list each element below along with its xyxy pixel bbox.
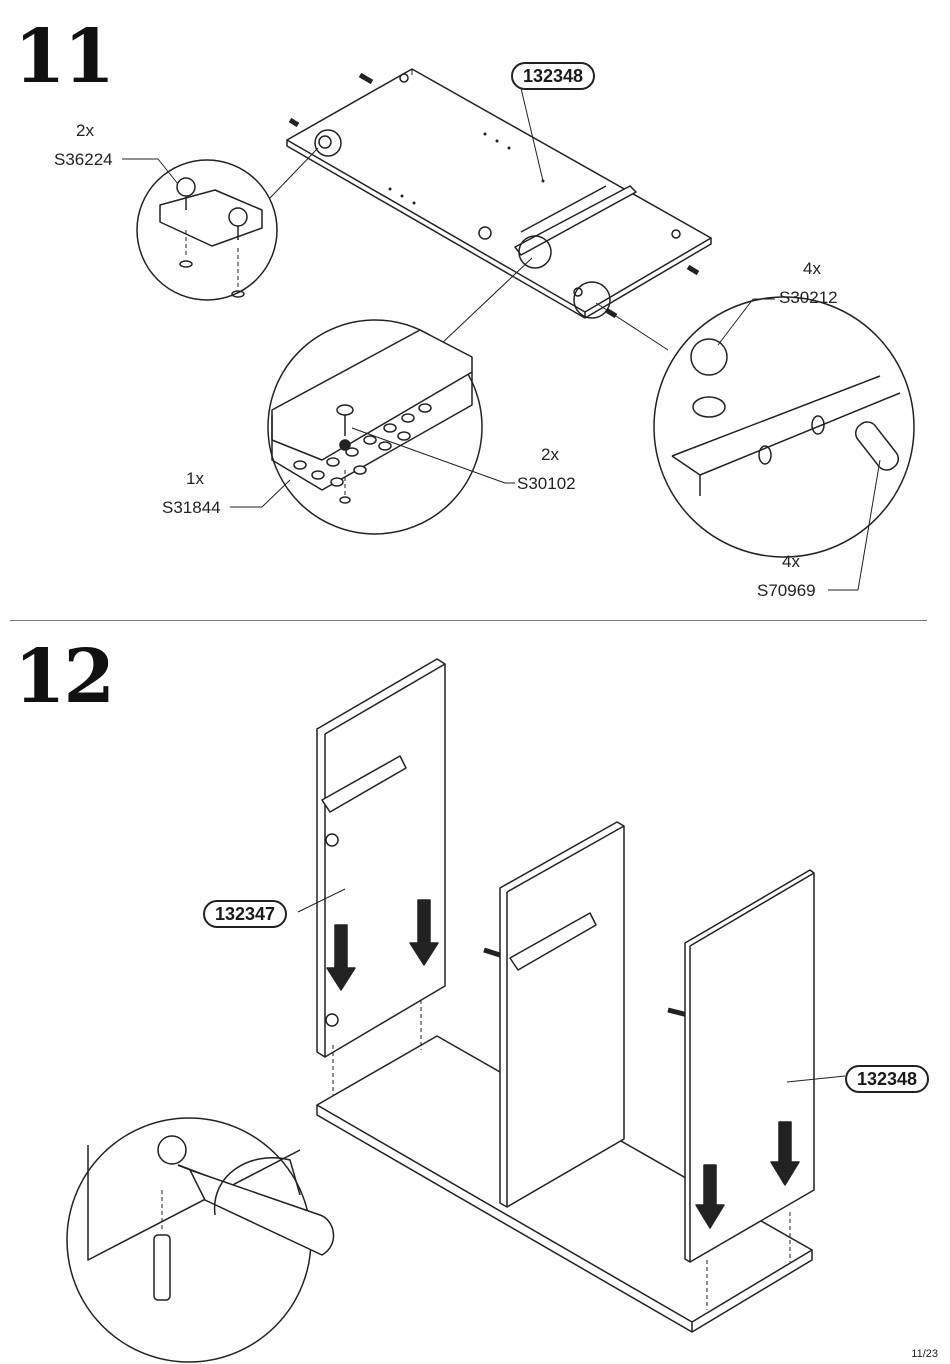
step-divider bbox=[10, 620, 927, 621]
part-code-S30212: S30212 bbox=[779, 288, 838, 307]
page-number: 11/23 bbox=[911, 1348, 938, 1360]
step-11-number: 11 bbox=[14, 14, 115, 100]
part-qty-S30212: 4x bbox=[803, 259, 821, 278]
part-code-S31844: S31844 bbox=[162, 498, 221, 517]
part-qty-S36224: 2x bbox=[76, 121, 94, 140]
step-12-number: 12 bbox=[14, 634, 115, 720]
panel-middle bbox=[483, 821, 689, 1208]
part-code-S30102: S30102 bbox=[517, 474, 576, 493]
board-132348-step11 bbox=[286, 68, 712, 319]
panel-132348 bbox=[684, 869, 815, 1310]
part-qty-S70969: 4x bbox=[782, 552, 800, 571]
detail-cam-circle bbox=[573, 281, 915, 591]
part-qty-S31844: 1x bbox=[186, 469, 204, 488]
detail-rail-circle bbox=[230, 235, 552, 535]
detail-hinge-circle bbox=[122, 129, 342, 301]
detail-screwdriver-circle bbox=[66, 1117, 335, 1363]
panel-132347 bbox=[316, 658, 446, 1095]
part-qty-S30102: 2x bbox=[541, 445, 559, 464]
panel-label-132347: 132347 bbox=[203, 900, 288, 928]
part-code-S70969: S70969 bbox=[757, 581, 816, 600]
part-code-S36224: S36224 bbox=[54, 150, 113, 169]
panel-label-132348-step12: 132348 bbox=[845, 1065, 930, 1093]
panel-label-132348-step11: 132348 bbox=[511, 62, 596, 90]
